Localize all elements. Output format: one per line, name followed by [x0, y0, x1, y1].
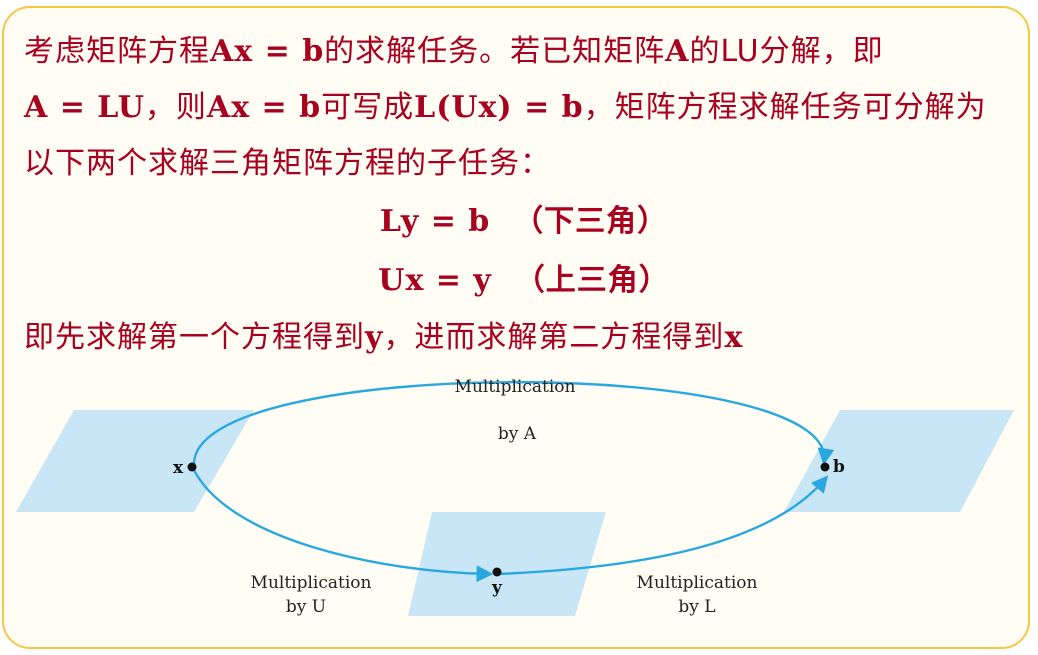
top-label-line1: Multiplication: [455, 377, 576, 397]
text-line-2: A = LU，则Ax = b可写成L(Ux) = b，矩阵方程求解任务可分解为: [24, 90, 987, 125]
plane-x: [16, 410, 254, 512]
point-x-label: x: [173, 458, 184, 478]
equation-upper: Ux = y （上三角）: [378, 263, 670, 298]
point-b-label: b: [833, 457, 845, 477]
equation-lower: Ly = b （下三角）: [379, 204, 669, 239]
right-label-line1: Multiplication: [637, 573, 758, 593]
plane-y: [408, 512, 606, 616]
left-label-line2: by U: [286, 597, 326, 617]
arrow-by-u: [192, 469, 494, 583]
plane-b: [784, 410, 1014, 512]
arrow-by-l: [497, 475, 829, 576]
explanation-text: 考虑矩阵方程Ax = b的求解任务。若已知矩阵A的LU分解，即 A = LU，则…: [24, 24, 1024, 366]
point-x-dot: [187, 462, 197, 472]
text-line-3: 以下两个求解三角矩阵方程的子任务：: [24, 146, 551, 181]
left-label-line1: Multiplication: [251, 573, 372, 593]
point-b-dot: [820, 462, 830, 472]
top-label-line2: by A: [498, 424, 537, 444]
point-y-label: y: [491, 578, 503, 598]
text-line-4: 即先求解第一个方程得到y，进而求解第二方程得到x: [24, 320, 744, 355]
text-line-1: 考虑矩阵方程Ax = b的求解任务。若已知矩阵A的LU分解，即: [24, 34, 884, 69]
point-y-dot: [492, 567, 502, 577]
right-label-line2: by L: [678, 597, 715, 617]
arrow-by-a: [192, 380, 835, 466]
